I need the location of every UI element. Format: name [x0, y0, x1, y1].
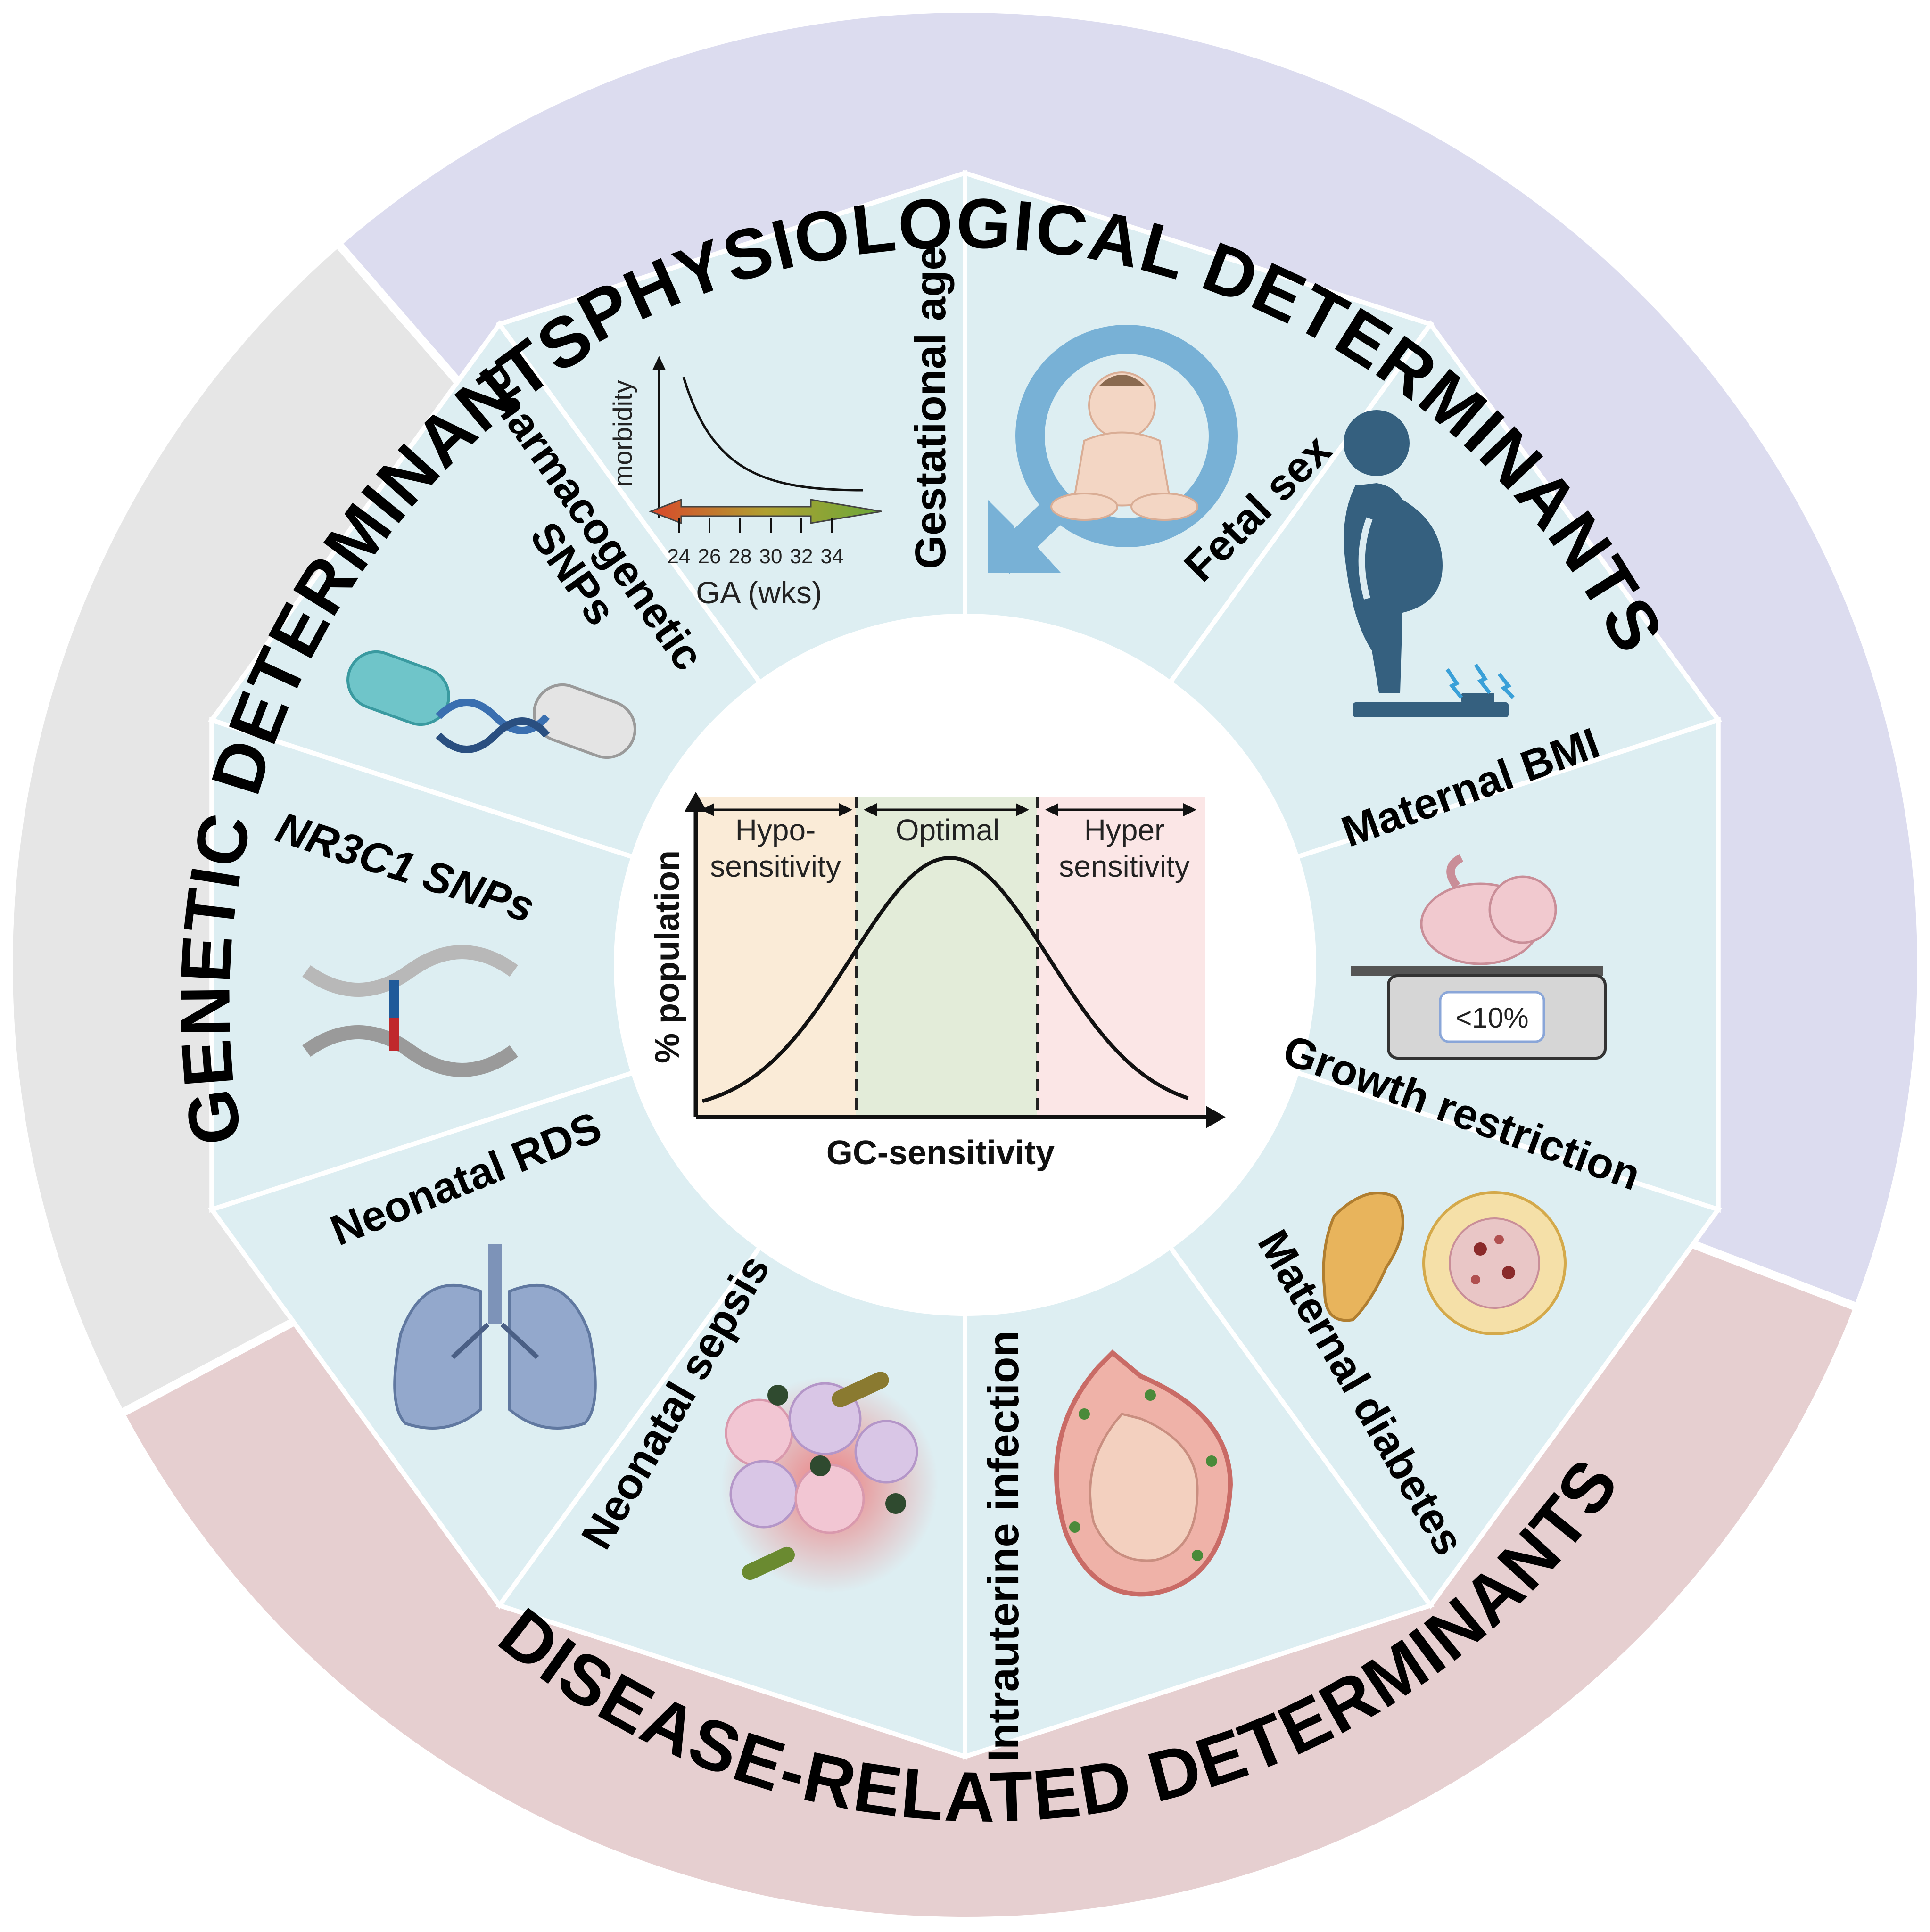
optimal-label: Optimal — [896, 813, 1000, 847]
growth-scale-label: <10% — [1455, 1002, 1528, 1034]
male-symbol-baby-icon — [988, 325, 1238, 574]
x-axis-arrow — [1206, 1106, 1226, 1128]
infected-uterus-icon — [1054, 1349, 1233, 1597]
ga-tick-label: 34 — [821, 545, 844, 568]
label-gestational-age: Gestational age — [907, 246, 955, 569]
hyper-label-line2: sensitivity — [1059, 849, 1189, 883]
ga-y-label: morbidity — [608, 380, 637, 487]
ga-tick-label: 32 — [790, 545, 813, 568]
hyper-zone — [1037, 797, 1205, 1117]
ga-ticks: 24 26 28 30 32 34 — [668, 518, 844, 568]
hypo-label-line2: sensitivity — [710, 849, 841, 883]
ga-tick-label: 30 — [759, 545, 783, 568]
optimal-zone — [856, 797, 1037, 1117]
center-x-label: GC-sensitivity — [826, 1134, 1055, 1172]
label-intrauterine-infection: Intrauterine infection — [980, 1331, 1028, 1762]
bell-curve — [701, 856, 1189, 1103]
pancreas-islet-icon — [1322, 1191, 1567, 1335]
morbidity-curve-icon: 24 26 28 30 32 34 morbidity GA (wks) — [608, 356, 882, 610]
pregnant-woman-scale-icon — [1344, 410, 1515, 717]
blood-cells-bacteria-icon — [721, 1372, 938, 1593]
dna-mutation-icon — [302, 945, 518, 1077]
hypo-zone — [696, 797, 856, 1117]
ga-tick-label: 26 — [698, 545, 721, 568]
ga-tick-label: 28 — [729, 545, 752, 568]
fetus-on-scale-icon: <10% — [1351, 854, 1607, 1060]
hypo-label-line1: Hypo- — [735, 813, 816, 847]
ga-tick-label: 24 — [668, 545, 691, 568]
ga-x-label: GA (wks) — [696, 575, 822, 610]
hyper-label-line1: Hyper — [1084, 813, 1165, 847]
y-axis-arrow — [685, 792, 707, 812]
center-y-label: % population — [649, 850, 686, 1063]
lungs-icon — [393, 1244, 597, 1430]
gc-sensitivity-chart: Hypo- sensitivity Optimal Hyper sensitiv… — [649, 792, 1226, 1172]
capsule-dna-icon — [346, 650, 636, 759]
